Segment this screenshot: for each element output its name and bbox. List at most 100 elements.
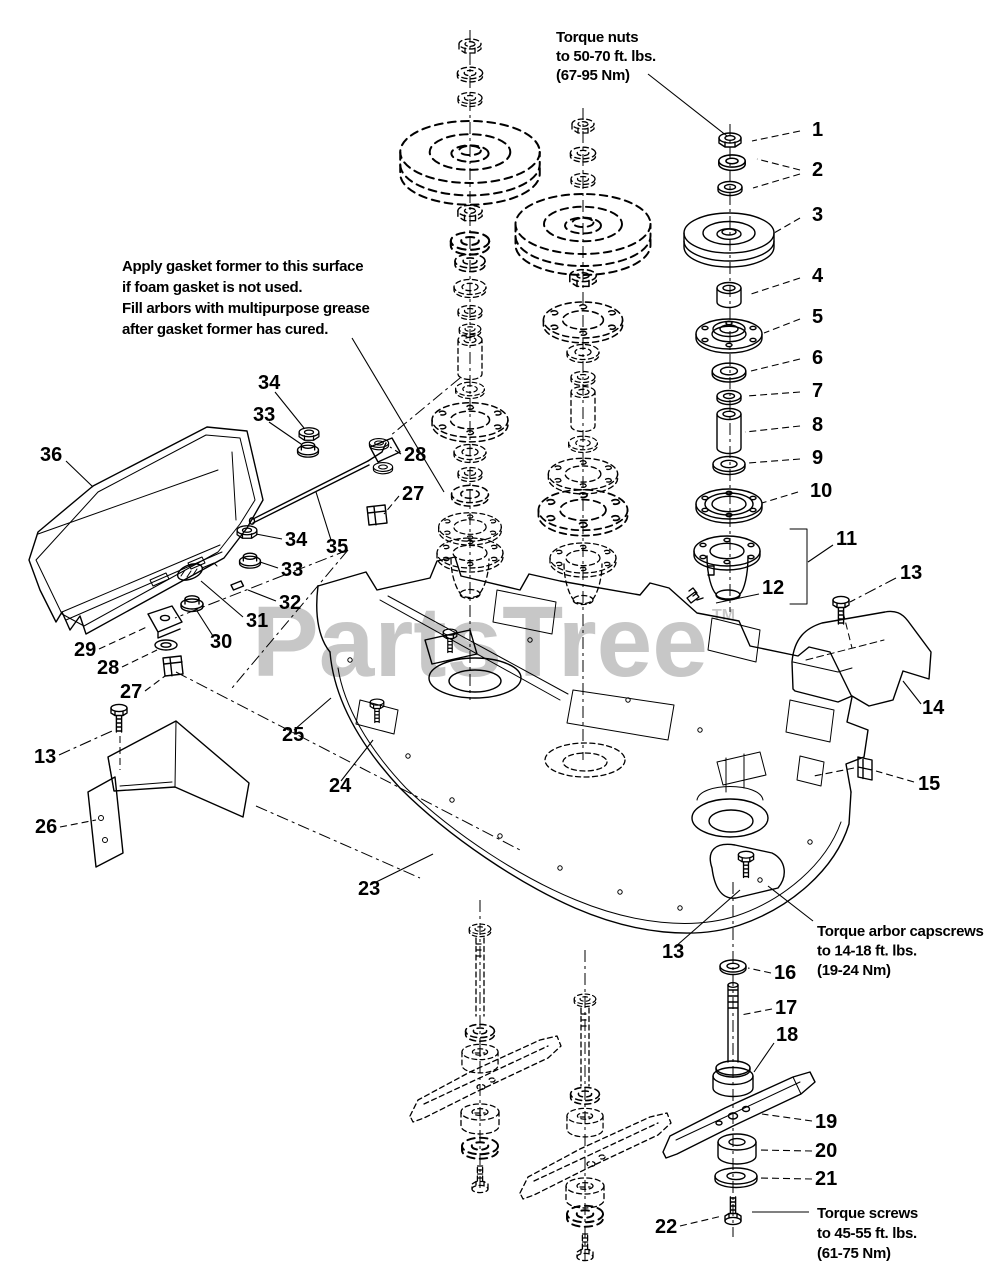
leader-line [647,73,728,137]
nut-34b [236,525,258,539]
callout-17: 17 [775,997,797,1019]
leader-line [761,1113,813,1122]
leader-line [773,217,801,234]
ghost-spindle-stack-left [399,38,541,600]
deck-23 [316,556,869,934]
association-lines [174,377,521,879]
watermark-tm: TM [712,607,735,624]
leader-line [383,495,400,515]
callout-32: 32 [279,592,301,614]
cover-26 [87,720,250,868]
cover-14 [791,610,932,707]
callout-14: 14 [922,697,945,719]
leader-line [255,533,283,540]
part-8-spacer-tube [716,407,742,455]
callout-11: 11 [836,528,857,550]
leader-line [369,853,434,886]
bracket-11 [789,528,808,605]
callout-13c: 13 [662,941,684,963]
leader-line [315,491,332,541]
leader-line [389,446,402,455]
callout-10: 10 [810,480,832,502]
leader-line [753,1042,775,1073]
part-7-washer [716,389,742,406]
callout-28b: 28 [97,657,119,679]
callout-35: 35 [326,536,348,558]
callout-26: 26 [35,816,57,838]
part-20-spacer [717,1133,757,1165]
ghost-spindle-stack-right [514,118,652,606]
callout-36: 36 [40,444,62,466]
leader-line [751,130,801,142]
arbor-bolt-column [662,959,816,1226]
leader-line [268,421,302,445]
callout-31: 31 [246,610,268,632]
callout-29: 29 [74,639,96,661]
leader-line [58,730,113,756]
callout-33b: 33 [281,559,303,581]
leader-line [807,544,834,563]
leader-line [200,580,244,618]
leader-line [750,358,801,372]
leader-line [747,277,801,296]
callout-8: 8 [812,414,823,436]
callout-13b: 13 [34,746,56,768]
callout-20: 20 [815,1140,837,1162]
part-9-bearing [712,455,746,476]
leader-line [767,885,814,922]
leader-line [740,1008,773,1016]
callout-21: 21 [815,1168,837,1190]
callout-layer: 1234567891011121314153634332827353433323… [34,119,945,1238]
leader-line [747,458,801,464]
ghost-blade-stack-center [519,993,672,1262]
leader-line [756,158,801,171]
callout-12: 12 [762,577,784,599]
flange-nut-33b [238,552,262,569]
pin-32 [230,580,245,591]
callout-4: 4 [812,265,824,287]
part-5-hub-flange [695,318,763,354]
callout-33a: 33 [253,404,275,426]
part-2-washer-upper [718,154,746,172]
parts-column [683,132,808,605]
leader-line [715,593,760,604]
leader-line [813,767,855,777]
leader-line [351,337,445,493]
callout-6: 6 [812,347,823,369]
leader-line [875,770,915,783]
arbor-capscrew-13c [737,850,755,879]
part-3-pulley [683,212,775,268]
callout-19: 19 [815,1111,837,1133]
part-6-bearing [711,362,747,383]
callout-18: 18 [776,1024,798,1046]
callout-34a: 34 [258,372,281,394]
part-4-spacer [716,281,742,309]
leader-line [849,577,897,603]
callout-9: 9 [812,447,823,469]
callout-24: 24 [329,775,352,797]
washer-28b [154,639,178,651]
watermark-text: PartsTree [252,586,708,698]
callout-30: 30 [210,631,232,653]
leader-line [752,173,801,189]
part-18-spacer-cup [712,1060,754,1098]
leader-line [902,680,922,705]
deck-capscrew-24 [369,698,385,724]
leader-line [98,625,150,650]
callout-5: 5 [812,306,823,328]
centerline-screw-13a [842,611,853,649]
centerlines [119,30,853,1262]
leader-line [196,610,214,637]
bracket-29 [147,605,183,639]
clip-27a [366,504,388,526]
leader-line [744,425,801,433]
callout-27b: 27 [120,681,142,703]
part-12-grease-fitting [686,587,704,604]
leader-line [746,391,801,397]
leader-line [293,697,332,731]
callout-3: 3 [812,204,823,226]
